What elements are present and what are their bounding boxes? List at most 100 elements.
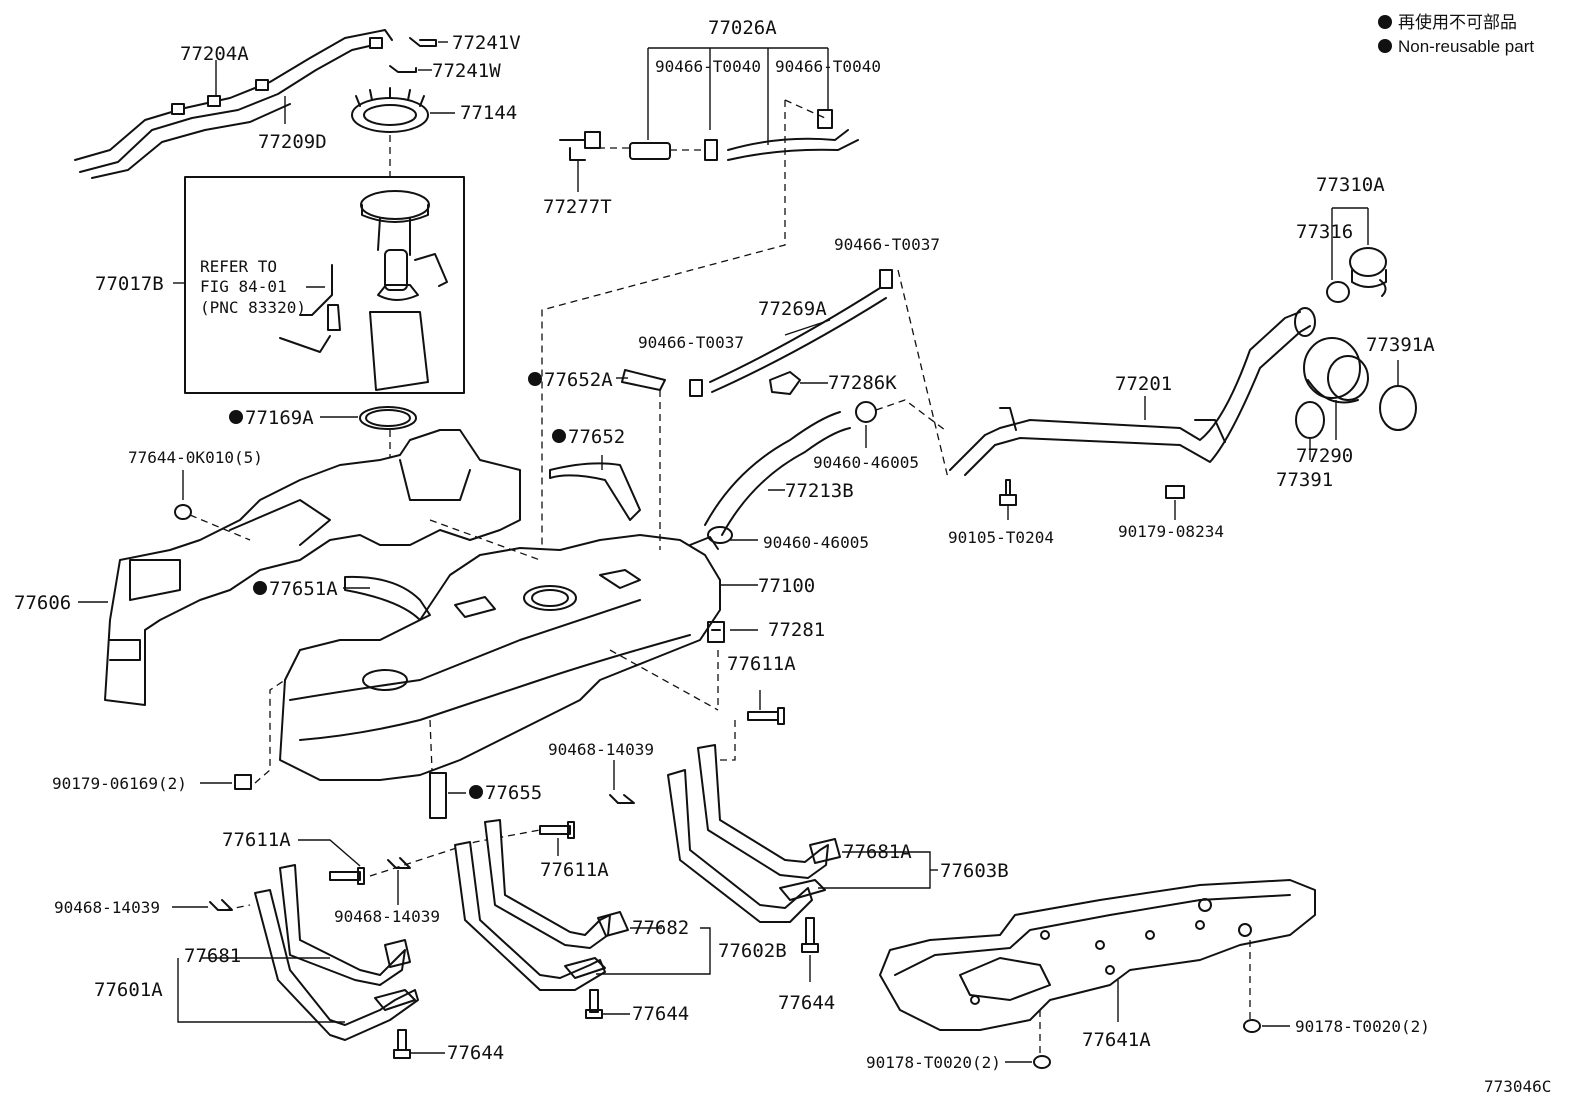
refer-note-line1: REFER TO bbox=[200, 257, 277, 276]
label-90460-46005-a[interactable]: 90460-46005 bbox=[813, 453, 919, 472]
label-77201[interactable]: 77201 bbox=[1115, 373, 1172, 395]
clip-90468-14039-b bbox=[387, 857, 411, 869]
label-77290[interactable]: 77290 bbox=[1296, 445, 1353, 467]
bolt-77611A-a bbox=[747, 707, 785, 725]
label-77611A-c[interactable]: 77611A bbox=[222, 829, 291, 851]
label-77281[interactable]: 77281 bbox=[768, 619, 825, 641]
label-77644-c[interactable]: 77644 bbox=[778, 992, 835, 1014]
bolt-77644-c bbox=[801, 917, 819, 953]
legend: 再使用不可部品 Non-reusable part bbox=[1378, 12, 1534, 56]
label-77286K[interactable]: 77286K bbox=[828, 372, 897, 394]
label-77644-a[interactable]: 77644 bbox=[447, 1042, 504, 1064]
nut-90178-T0020-b bbox=[1033, 1055, 1051, 1069]
non-reusable-dot-icon bbox=[253, 581, 267, 595]
clamp-90460-46005-b bbox=[707, 526, 733, 544]
label-77681A[interactable]: 77681A bbox=[843, 841, 912, 863]
legend-en: Non-reusable part bbox=[1398, 37, 1534, 56]
label-90466-T0037-a[interactable]: 90466-T0037 bbox=[834, 235, 940, 254]
label-90466-T0040-a[interactable]: 90466-T0040 bbox=[655, 57, 761, 76]
label-77100[interactable]: 77100 bbox=[758, 575, 815, 597]
label-77602B[interactable]: 77602B bbox=[718, 940, 787, 962]
protector-77606 bbox=[104, 429, 521, 706]
label-77606[interactable]: 77606 bbox=[14, 592, 71, 614]
fuel-tank-77100 bbox=[279, 534, 721, 781]
refer-note: REFER TO FIG 84-01 (PNC 83320) bbox=[200, 257, 306, 317]
bolt-77644-b bbox=[585, 989, 603, 1019]
label-77651A[interactable]: 77651A bbox=[269, 578, 338, 600]
clip-90468-14039-c bbox=[209, 899, 233, 911]
strap-77603B bbox=[667, 744, 841, 923]
label-90179-08234[interactable]: 90179-08234 bbox=[1118, 522, 1224, 541]
cushion-77652 bbox=[549, 462, 641, 521]
label-77682[interactable]: 77682 bbox=[632, 917, 689, 939]
clamp-77286K bbox=[769, 371, 801, 395]
non-reusable-dot-icon bbox=[1378, 39, 1392, 53]
label-77391A[interactable]: 77391A bbox=[1366, 334, 1435, 356]
lock-ring-77144 bbox=[351, 87, 429, 133]
label-77652A[interactable]: 77652A bbox=[544, 369, 613, 391]
bolt-77611A-c bbox=[329, 867, 365, 885]
gasket-77316 bbox=[1326, 281, 1350, 303]
label-77611A-a[interactable]: 77611A bbox=[727, 653, 796, 675]
non-reusable-dot-icon bbox=[229, 410, 243, 424]
protector-plate-77641A bbox=[879, 879, 1316, 1031]
label-77241V[interactable]: 77241V bbox=[452, 32, 521, 54]
connector-77277T bbox=[559, 131, 630, 161]
bolt-90105-T0204 bbox=[999, 479, 1017, 506]
label-77277T[interactable]: 77277T bbox=[543, 196, 612, 218]
strap-77601A bbox=[254, 864, 419, 1041]
clip-90468-14039-a bbox=[609, 794, 635, 804]
refer-note-line2: FIG 84-01 bbox=[200, 277, 287, 296]
label-90468-14039-a[interactable]: 90468-14039 bbox=[548, 740, 654, 759]
label-77316[interactable]: 77316 bbox=[1296, 221, 1353, 243]
non-reusable-dot-icon bbox=[1378, 15, 1392, 29]
refer-note-line3: (PNC 83320) bbox=[200, 298, 306, 317]
non-reusable-dot-icon bbox=[528, 372, 542, 386]
label-77603B[interactable]: 77603B bbox=[940, 860, 1009, 882]
strap-77602B bbox=[454, 819, 629, 991]
label-77144[interactable]: 77144 bbox=[460, 102, 517, 124]
nut-90179-06169 bbox=[234, 774, 252, 790]
fuel-pump-77017B bbox=[279, 190, 448, 391]
clip-77241V bbox=[409, 37, 437, 47]
label-77204A[interactable]: 77204A bbox=[180, 43, 249, 65]
hose-77269A bbox=[689, 269, 893, 397]
label-77241W[interactable]: 77241W bbox=[432, 60, 501, 82]
clip-77241W bbox=[389, 65, 417, 73]
label-77269A[interactable]: 77269A bbox=[758, 298, 827, 320]
label-77213B[interactable]: 77213B bbox=[785, 480, 854, 502]
filler-pipe-77201 bbox=[949, 307, 1316, 476]
label-90105-T0204[interactable]: 90105-T0204 bbox=[948, 528, 1054, 547]
label-90178-T0020-a[interactable]: 90178-T0020(2) bbox=[1295, 1017, 1430, 1036]
fuel-lines-77204A-77209D bbox=[74, 29, 393, 179]
label-77391[interactable]: 77391 bbox=[1276, 469, 1333, 491]
hose-77213B bbox=[704, 411, 851, 536]
label-77601A[interactable]: 77601A bbox=[94, 979, 163, 1001]
label-90468-14039-b[interactable]: 90468-14039 bbox=[334, 907, 440, 926]
label-90179-06169[interactable]: 90179-06169(2) bbox=[52, 774, 187, 793]
label-77209D[interactable]: 77209D bbox=[258, 131, 327, 153]
label-77681[interactable]: 77681 bbox=[184, 945, 241, 967]
non-reusable-dot-icon bbox=[552, 429, 566, 443]
label-77641A[interactable]: 77641A bbox=[1082, 1029, 1151, 1051]
label-90466-T0037-b[interactable]: 90466-T0037 bbox=[638, 333, 744, 352]
label-90178-T0020-b[interactable]: 90178-T0020(2) bbox=[866, 1053, 1001, 1072]
label-90460-46005-b[interactable]: 90460-46005 bbox=[763, 533, 869, 552]
label-77644-0K010[interactable]: 77644-0K010(5) bbox=[128, 448, 263, 467]
clip-77281 bbox=[707, 621, 725, 643]
label-77652[interactable]: 77652 bbox=[568, 426, 625, 448]
label-77655[interactable]: 77655 bbox=[485, 782, 542, 804]
label-90468-14039-c[interactable]: 90468-14039 bbox=[54, 898, 160, 917]
check-valve-77026A bbox=[629, 109, 859, 161]
cushion-77655 bbox=[429, 772, 447, 819]
label-77611A-b[interactable]: 77611A bbox=[540, 859, 609, 881]
label-77026A[interactable]: 77026A bbox=[708, 17, 777, 39]
label-90466-T0040-b[interactable]: 90466-T0040 bbox=[775, 57, 881, 76]
label-77644-b[interactable]: 77644 bbox=[632, 1003, 689, 1025]
part-labels: 77204A 77241V 77241W 77144 77209D 77017B… bbox=[14, 17, 1435, 1072]
label-77017B[interactable]: 77017B bbox=[95, 273, 164, 295]
label-77310A[interactable]: 77310A bbox=[1316, 174, 1385, 196]
label-77169A[interactable]: 77169A bbox=[245, 407, 314, 429]
gasket-77169A bbox=[359, 406, 417, 430]
